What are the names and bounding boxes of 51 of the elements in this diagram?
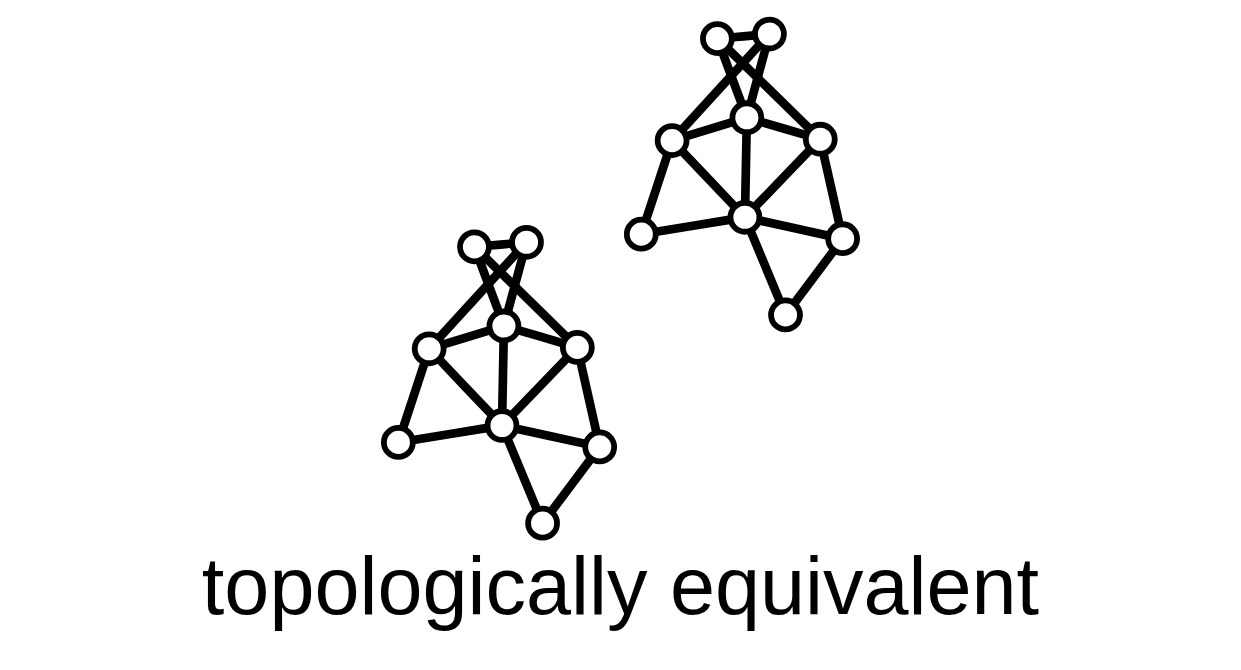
connector <box>740 132 751 202</box>
node-circle <box>525 505 560 541</box>
connector <box>412 423 489 445</box>
node-circle <box>486 308 522 344</box>
node-circle <box>729 100 765 136</box>
connector <box>655 215 732 236</box>
node-circle <box>484 408 520 443</box>
node-circle <box>457 229 492 265</box>
connector <box>475 259 503 314</box>
connector <box>718 50 746 106</box>
connector <box>515 424 586 448</box>
connector <box>576 361 601 433</box>
node-circle <box>654 123 690 158</box>
connector <box>759 117 808 140</box>
node-circle <box>802 121 838 157</box>
node-circle <box>825 221 860 257</box>
node-circle <box>582 429 618 465</box>
connector <box>482 254 570 341</box>
node-circle <box>381 425 416 460</box>
node-circle <box>700 21 735 56</box>
connector <box>489 239 512 250</box>
connector <box>503 255 527 313</box>
connector <box>547 456 595 515</box>
connector <box>746 229 784 303</box>
connector <box>442 326 491 349</box>
node-circle <box>727 199 763 235</box>
connector <box>732 31 755 42</box>
node-circle <box>752 16 787 52</box>
connector <box>509 355 570 418</box>
connector <box>819 152 844 225</box>
connector <box>758 216 829 240</box>
node-circle <box>411 331 447 367</box>
node-circle <box>623 216 659 252</box>
connector <box>641 153 672 221</box>
connector <box>679 148 738 210</box>
connector <box>399 361 429 430</box>
connector <box>725 46 813 132</box>
connector <box>685 117 734 141</box>
connector <box>678 42 763 133</box>
connector <box>497 340 508 411</box>
node-circle <box>559 330 595 365</box>
connector <box>746 47 770 105</box>
connector <box>516 325 565 348</box>
caption: topologically equivalent <box>201 540 1040 631</box>
node-circle <box>768 297 803 333</box>
connector <box>752 147 813 210</box>
node-circle <box>509 224 544 260</box>
connector <box>503 437 541 511</box>
connector <box>436 356 495 418</box>
connector <box>790 248 838 306</box>
connector <box>436 250 520 341</box>
